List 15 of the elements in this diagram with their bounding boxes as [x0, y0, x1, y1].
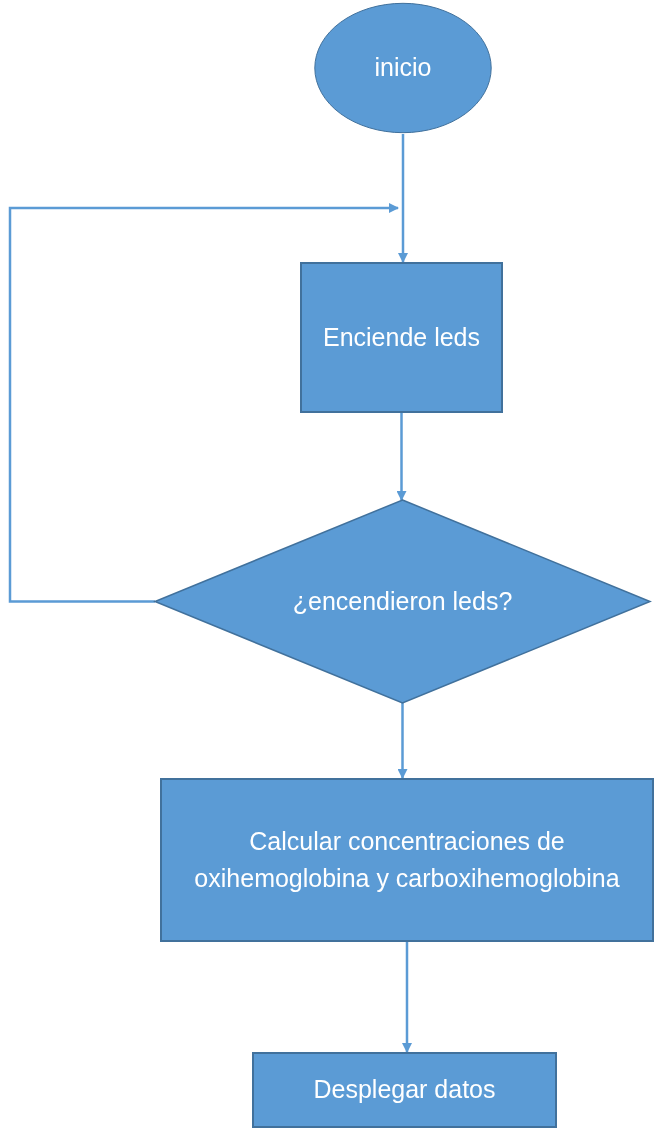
start-ellipse	[313, 2, 493, 134]
decision-diamond	[155, 500, 650, 703]
arrow	[398, 134, 408, 263]
process-box	[300, 262, 503, 413]
node-label: Desplegar datos	[313, 1074, 496, 1106]
process-box	[160, 778, 654, 942]
node-label: Enciende leds	[322, 321, 481, 353]
node-label: ¿encendieron leds?	[292, 585, 513, 617]
node-label: inicio	[374, 52, 432, 84]
arrow	[8, 203, 399, 603]
arrow	[402, 942, 412, 1053]
process-box	[252, 1052, 557, 1128]
arrow	[397, 703, 408, 779]
node-label: Calcular concentraciones de oxihemoglobina y carboxihemoglobina	[193, 825, 621, 894]
arrow	[396, 413, 407, 501]
